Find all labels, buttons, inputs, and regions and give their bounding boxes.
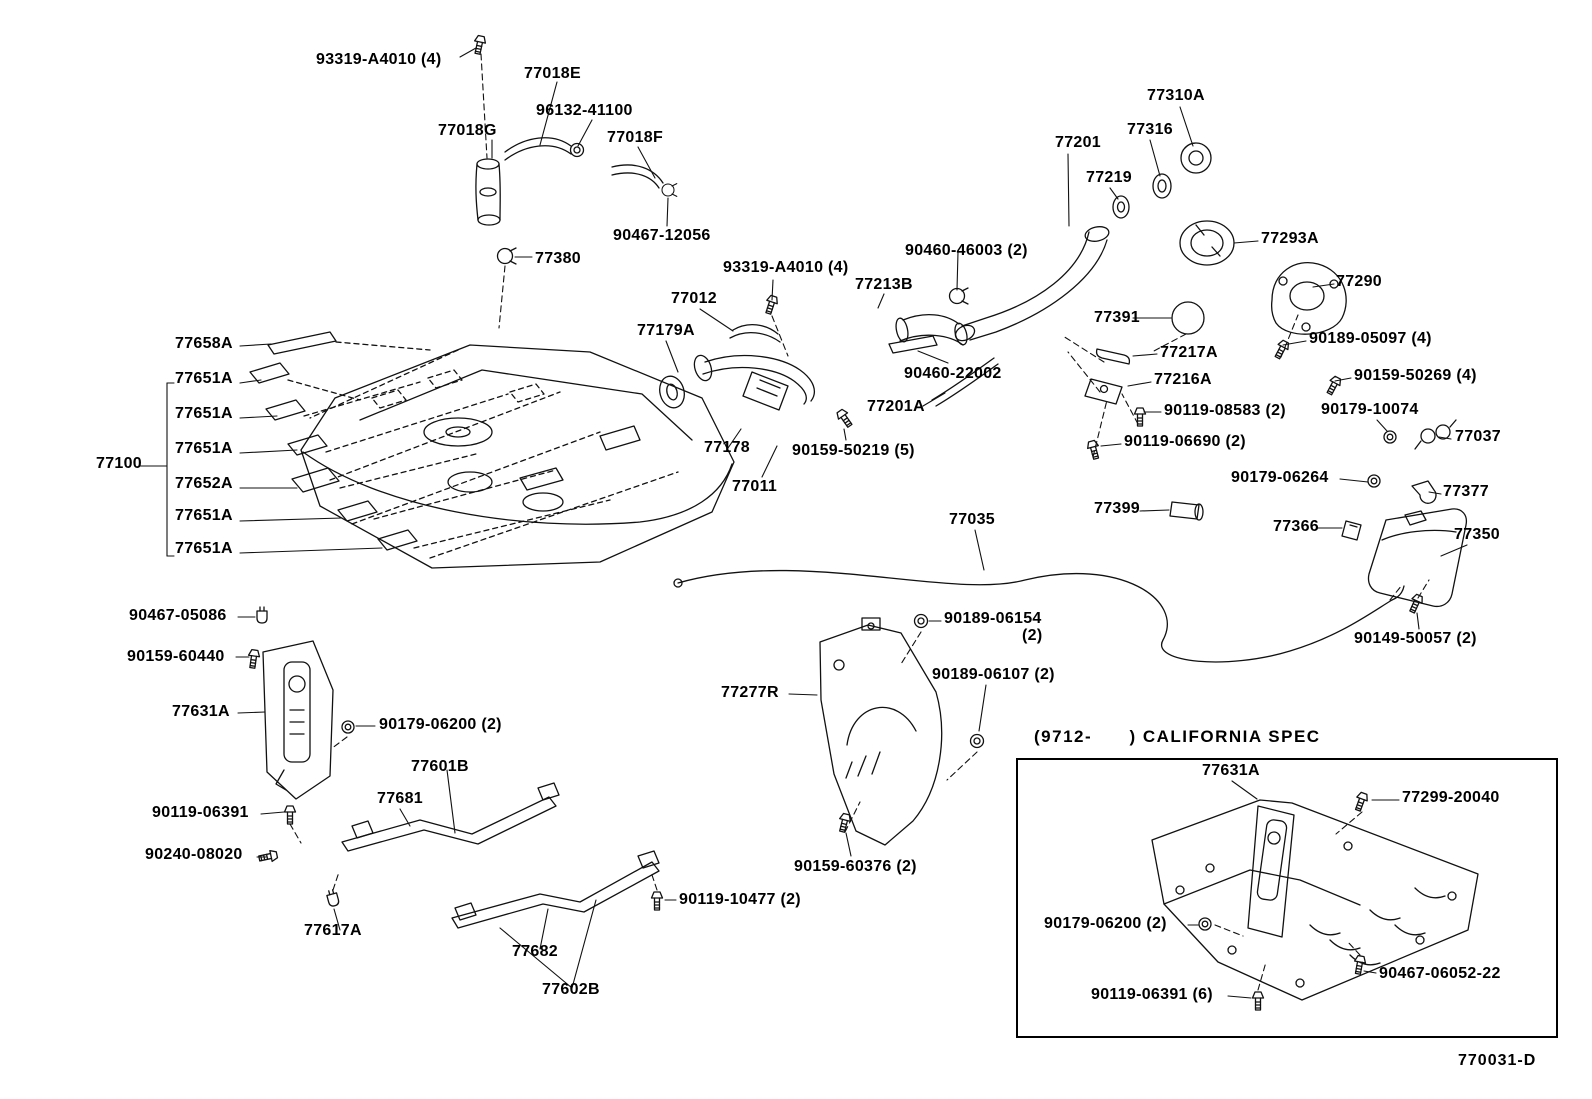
part-label-77217a: 77217A — [1160, 344, 1218, 361]
fuel-tank-drawing — [249, 331, 735, 569]
part-label-90119-10477-2: 90119-10477 (2) — [679, 891, 801, 908]
part-label-90467-05086: 90467-05086 — [129, 607, 227, 624]
part-label-77601b: 77601B — [411, 758, 469, 775]
part-label-77380: 77380 — [535, 250, 581, 267]
part-label-90159-60376-2: 90159-60376 (2) — [794, 858, 917, 875]
part-label-90179-06200-2: 90179-06200 (2) — [379, 716, 502, 733]
part-label-77310a: 77310A — [1147, 87, 1205, 104]
part-label-90179-06264: 90179-06264 — [1231, 469, 1329, 486]
part-label-90467-06052-22: 90467-06052-22 — [1379, 965, 1501, 982]
part-label-77681: 77681 — [377, 790, 423, 807]
part-label-77682: 77682 — [512, 943, 558, 960]
dashed-reference-lines — [289, 53, 1430, 991]
drawing-number: 770031-D — [1458, 1052, 1537, 1069]
tank-bands-drawing — [341, 782, 660, 929]
part-label-90189-06154: 90189-06154 — [944, 610, 1042, 627]
part-label-77350: 77350 — [1454, 526, 1500, 543]
fuel-lid-drawing — [1367, 508, 1468, 608]
part-label-77018g: 77018G — [438, 122, 497, 139]
part-label-77216a: 77216A — [1154, 371, 1212, 388]
part-label-90119-06690-2: 90119-06690 (2) — [1124, 433, 1246, 450]
part-label-90159-60440: 90159-60440 — [127, 648, 225, 665]
california-shield-drawing — [1151, 799, 1479, 1001]
part-label-77651a: 77651A — [175, 405, 233, 422]
breather-pipe-drawing — [659, 324, 815, 411]
part-label-77316: 77316 — [1127, 121, 1173, 138]
part-label-90159-50219-5: 90159-50219 (5) — [792, 442, 915, 459]
part-label-77651a: 77651A — [175, 440, 233, 457]
part-label-90460-46003-2: 90460-46003 (2) — [905, 242, 1028, 259]
part-label-77391: 77391 — [1094, 309, 1140, 326]
part-label-77651a: 77651A — [175, 507, 233, 524]
part-label-90240-08020: 90240-08020 — [145, 846, 243, 863]
part-label-77012: 77012 — [671, 290, 717, 307]
part-label-90119-08583-2: 90119-08583 (2) — [1164, 402, 1286, 419]
part-label-90179-10074: 90179-10074 — [1321, 401, 1419, 418]
california-spec-box — [1016, 758, 1558, 1038]
part-label-77201: 77201 — [1055, 134, 1101, 151]
part-label-77366: 77366 — [1273, 518, 1319, 535]
part-label-77011: 77011 — [732, 478, 778, 495]
part-label-96132-41100: 96132-41100 — [536, 102, 633, 119]
leader-lines — [139, 47, 1468, 999]
part-label-77652a: 77652A — [175, 475, 233, 492]
part-label-90189-05097-4: 90189-05097 (4) — [1309, 330, 1432, 347]
filler-pipe-drawing — [888, 226, 1110, 407]
part-label-90189-06107-2: 90189-06107 (2) — [932, 666, 1055, 683]
part-label-77399: 77399 — [1094, 500, 1140, 517]
part-label-93319-a4010-4: 93319-A4010 (4) — [316, 51, 442, 68]
filler-shield-drawing — [1112, 142, 1347, 335]
part-label-77213b: 77213B — [855, 276, 913, 293]
part-label-90460-22002: 90460-22002 — [904, 365, 1002, 382]
part-label-77277r: 77277R — [721, 684, 779, 701]
california-spec-note: (9712- ) CALIFORNIA SPEC — [1034, 727, 1321, 746]
part-label-77290: 77290 — [1336, 273, 1382, 290]
part-label-77617a: 77617A — [304, 922, 362, 939]
vent-hoses-drawing — [475, 137, 664, 226]
part-label-77018f: 77018F — [607, 129, 664, 146]
part-label-77293a: 77293A — [1261, 230, 1319, 247]
part-label-77035: 77035 — [949, 511, 995, 528]
part-label-77179a: 77179A — [637, 322, 695, 339]
part-label-77631a: 77631A — [1202, 762, 1260, 779]
part-label-77631a: 77631A — [172, 703, 230, 720]
part-label-77178: 77178 — [704, 439, 750, 456]
part-label-2: (2) — [1022, 627, 1043, 644]
part-label-77018e: 77018E — [524, 65, 581, 82]
lid-cable-drawing — [673, 569, 1405, 663]
part-label-77037: 77037 — [1455, 428, 1501, 445]
part-label-77100: 77100 — [96, 455, 142, 472]
part-label-90467-12056: 90467-12056 — [613, 227, 711, 244]
part-label-77651a: 77651A — [175, 540, 233, 557]
part-label-77602b: 77602B — [542, 981, 600, 998]
part-label-77219: 77219 — [1086, 169, 1132, 186]
part-label-77201a: 77201A — [867, 398, 925, 415]
part-label-77377: 77377 — [1443, 483, 1489, 500]
part-label-90149-50057-2: 90149-50057 (2) — [1354, 630, 1477, 647]
protector-drawing — [819, 617, 943, 846]
part-label-77658a: 77658A — [175, 335, 233, 352]
part-label-77299-20040: 77299-20040 — [1402, 789, 1500, 806]
part-label-77651a: 77651A — [175, 370, 233, 387]
part-label-90119-06391-6: 90119-06391 (6) — [1091, 986, 1213, 1003]
part-label-90119-06391: 90119-06391 — [152, 804, 249, 821]
bracket-parts-drawing — [1084, 348, 1457, 541]
part-label-93319-a4010-4: 93319-A4010 (4) — [723, 259, 849, 276]
pump-shield-left-drawing — [262, 640, 334, 800]
part-label-90159-50269-4: 90159-50269 (4) — [1354, 367, 1477, 384]
part-label-90179-06200-2: 90179-06200 (2) — [1044, 915, 1167, 932]
